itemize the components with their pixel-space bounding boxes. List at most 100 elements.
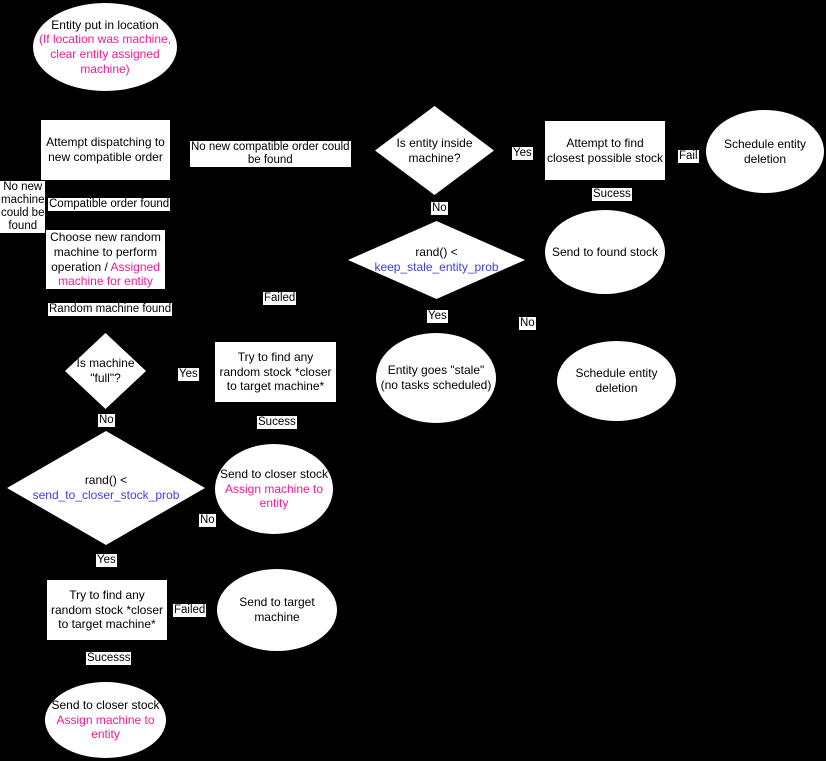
text-line: Is machine	[76, 356, 135, 371]
text-line: (no tasks scheduled)	[380, 378, 492, 392]
text-line: machine)	[80, 61, 130, 76]
text-line: machine?	[408, 150, 461, 165]
node-rand-keep-stale-entity: rand() < keep_stale_entity_prob	[348, 221, 525, 299]
text-line: keep_stale_entity_prob	[374, 260, 499, 274]
text-line: (If location was machine,	[38, 32, 172, 47]
text-line: new compatible order	[48, 150, 163, 164]
text-line: machine to perform	[53, 244, 158, 259]
text-line: Send to closer stock	[219, 467, 329, 482]
node-entity-put-in-location: Entity put in location (If location was …	[33, 3, 177, 91]
node-text: Is entity inside machine?	[375, 136, 494, 165]
node-attempt-find-closest-stock: Attempt to find closest possible stock	[545, 121, 665, 180]
text-line: Schedule entity	[723, 136, 807, 151]
edge-label-sucess-2: Sucess	[592, 188, 632, 201]
text-line: operation / Assigned	[46, 260, 165, 275]
text-line: to target machine*	[58, 617, 156, 632]
text-line: rand() <	[415, 245, 458, 260]
text-line: deletion	[595, 381, 638, 395]
edge-label-no-3: No	[431, 202, 448, 215]
node-send-found-stock: Send to found stock	[545, 210, 665, 294]
node-rand-send-to-closer-stock: rand() < send_to_closer_stock_prob	[7, 431, 205, 545]
edge-label-failed-1: Failed	[263, 292, 297, 305]
node-text: Send to found stock	[545, 245, 665, 260]
node-is-machine-full: Is machine "full"?	[65, 333, 146, 409]
node-text: Schedule entity deletion	[706, 137, 824, 166]
node-text: Entity goes "stale" (no tasks scheduled)	[376, 363, 496, 392]
text-line: Is entity inside	[396, 135, 473, 150]
text-line: Attempt to find	[566, 135, 644, 150]
text-line: Try to find any	[69, 588, 145, 603]
text-line: random stock *closer	[219, 364, 332, 379]
text-line: entity	[259, 496, 289, 511]
text-line: Entity put in location	[51, 17, 159, 32]
node-text: Send to target machine	[217, 595, 337, 624]
node-schedule-entity-deletion-2: Schedule entity deletion	[557, 341, 676, 421]
node-text: Choose new random machine to perform ope…	[46, 230, 165, 289]
text-line: Attempt dispatching to	[46, 135, 165, 150]
text-line: to target machine*	[226, 379, 325, 394]
edge-label-no-1: No	[98, 414, 115, 427]
edge-label-yes-3: Yes	[512, 147, 533, 160]
node-text: Schedule entity deletion	[557, 366, 676, 395]
text-line: Assign machine to	[224, 481, 324, 496]
edge-label-compatible-order-found: Compatible order found	[48, 198, 171, 211]
node-attempt-dispatching: Attempt dispatching to new compatible or…	[41, 120, 170, 180]
edge-label-no-new-compatible-order: No new compatible order could be found	[190, 141, 351, 167]
text-line: Send to found stock	[551, 244, 659, 259]
node-text: Is machine "full"?	[65, 356, 146, 385]
node-schedule-entity-deletion-1: Schedule entity deletion	[706, 110, 824, 193]
text-line: machine	[254, 610, 300, 624]
text-line: No new	[3, 181, 43, 193]
node-try-find-stock-2: Try to find any random stock *closer to …	[47, 580, 167, 640]
text-line: be found	[247, 153, 293, 166]
edge-label-sucess-1: Sucess	[257, 416, 297, 429]
text-line: No new compatible order could	[191, 141, 350, 153]
text-line: clear entity assigned	[50, 47, 160, 61]
text-line: random stock *closer	[50, 602, 164, 617]
text-line: deletion	[743, 151, 787, 166]
node-text: Try to find any random stock *closer to …	[215, 350, 336, 394]
text-line: Send to closer stock	[51, 698, 160, 713]
edge-label-no-new-machine: No new machine could be found	[0, 181, 46, 233]
text-line: Schedule entity	[575, 366, 658, 381]
edge-label-fail: Fail	[678, 150, 699, 163]
text-line: machine for entity	[58, 274, 153, 289]
node-is-entity-inside-machine: Is entity inside machine?	[375, 106, 494, 195]
text-line: send_to_closer_stock_prob	[32, 488, 180, 502]
text-line: closest possible stock	[546, 150, 664, 165]
node-text: rand() < keep_stale_entity_prob	[348, 245, 525, 274]
text-line: could be	[1, 206, 45, 219]
node-text: Try to find any random stock *closer to …	[47, 588, 167, 632]
text-line: Send to target	[239, 595, 315, 610]
node-send-closer-stock-2: Send to closer stock Assign machine to e…	[45, 682, 166, 758]
node-text: Entity put in location (If location was …	[33, 18, 177, 77]
text-line: rand() <	[84, 473, 128, 488]
node-try-find-stock-1: Try to find any random stock *closer to …	[215, 342, 336, 402]
node-text: Attempt to find closest possible stock	[545, 136, 665, 165]
node-text: Attempt dispatching to new compatible or…	[41, 135, 170, 164]
edge-label-yes-1: Yes	[178, 368, 199, 381]
edge-label-failed-2: Failed	[173, 604, 207, 617]
text-line: Entity goes "stale"	[387, 363, 485, 378]
text-line: Assign machine to	[56, 712, 155, 727]
edge-label-yes-2: Yes	[96, 554, 117, 567]
node-text: rand() < send_to_closer_stock_prob	[7, 473, 205, 502]
edge-label-sucesss: Sucesss	[86, 652, 132, 665]
node-text: Send to closer stock Assign machine to e…	[215, 467, 333, 511]
node-text: Send to closer stock Assign machine to e…	[45, 698, 166, 742]
text-line: Try to find any	[237, 350, 314, 365]
text-line: Choose new random	[50, 230, 161, 245]
text-segment: Assigned	[110, 259, 160, 274]
node-entity-goes-stale: Entity goes "stale" (no tasks scheduled)	[376, 333, 496, 423]
node-choose-random-machine: Choose new random machine to perform ope…	[46, 230, 165, 289]
node-send-closer-stock-1: Send to closer stock Assign machine to e…	[215, 444, 333, 534]
edge-label-no-2: No	[199, 514, 216, 527]
text-segment: operation /	[51, 259, 111, 274]
text-line: entity	[91, 727, 120, 742]
text-line: found	[8, 219, 38, 232]
edge-label-yes-4: Yes	[427, 310, 448, 323]
text-line: machine	[1, 193, 45, 206]
node-send-target-machine: Send to target machine	[217, 569, 337, 651]
edge-label-random-machine-found: Random machine found	[48, 303, 173, 316]
